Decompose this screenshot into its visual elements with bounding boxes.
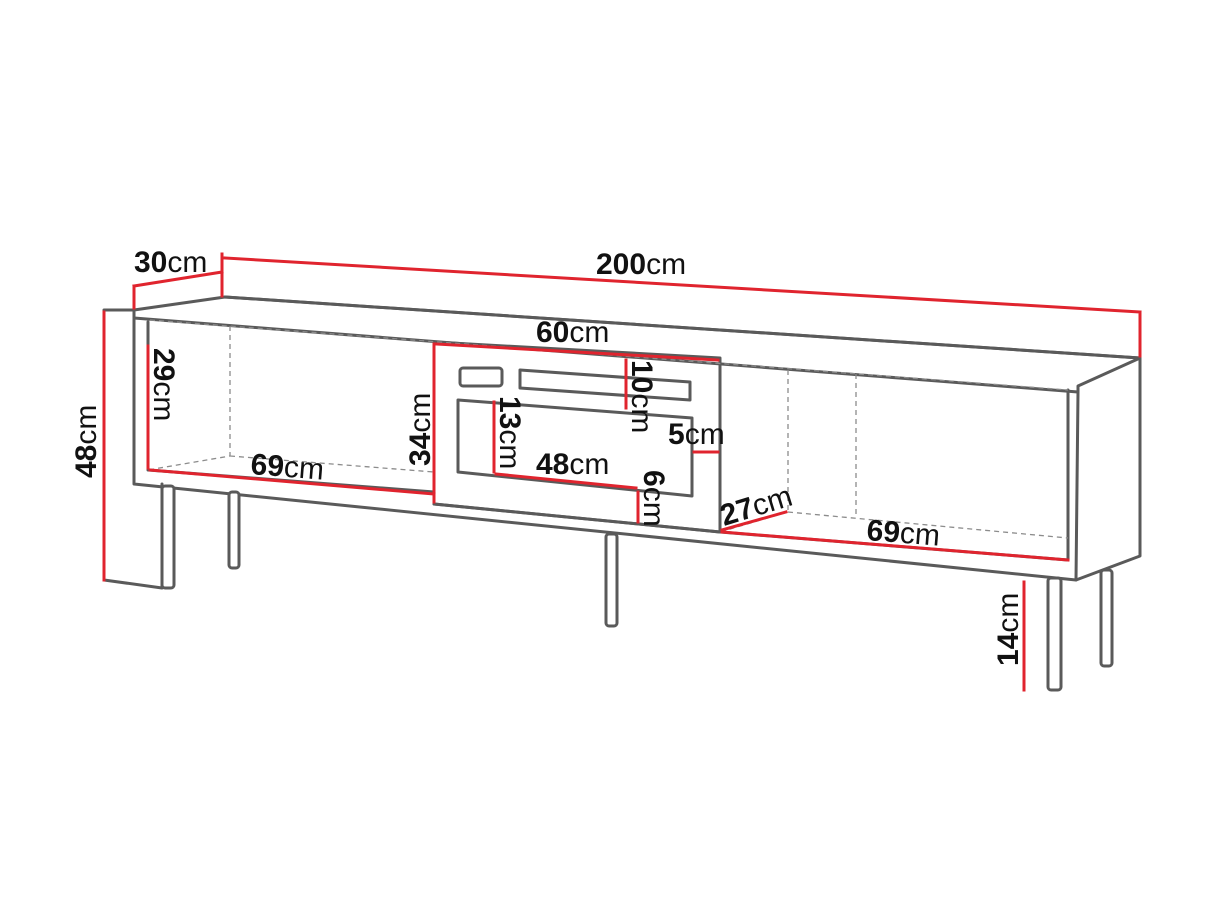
label-side-gap: 5cm [668,418,725,451]
leg-front-right [1046,576,1063,692]
label-left-shelf-width: 69cm [249,448,325,487]
leg-back-right [1099,568,1114,668]
dim-center-width-line [434,342,720,362]
cabinet-front-frame [132,316,1080,582]
dim-depth-line [132,252,224,310]
label-drawer-opening-width: 48cm [536,448,609,481]
left-hidden-edges [147,326,435,473]
label-left-shelf-height: 29cm [147,348,180,421]
label-center-width: 60cm [536,316,609,349]
cabinet-legs [160,484,1114,692]
cabinet-right-side [1074,356,1142,582]
label-flap-height: 10cm [625,360,658,433]
label-right-shelf-width: 69cm [865,514,941,553]
dim-drawer-opening-width-line [494,472,638,490]
dim-left-shelf-width-line [148,468,436,496]
vent-left [458,366,504,388]
label-height: 48cm [70,405,103,478]
label-width: 200cm [596,248,686,281]
drawer-opening [456,398,694,498]
label-leg-height: 14cm [992,593,1025,666]
label-depth: 30cm [134,246,207,279]
dimension-labels: 30cm 200cm 48cm 29cm 69cm 34cm 60cm 10cm… [70,246,1025,666]
label-center-height: 34cm [404,393,437,466]
leg-back-left [227,490,241,570]
vent-right [518,368,692,402]
dimension-lines [102,252,1142,692]
leg-front-left [160,484,176,590]
label-bottom-gap: 6cm [637,470,670,527]
cabinet-top-back-edge [223,295,1142,360]
label-drawer-opening-height: 13cm [493,396,526,469]
label-right-shelf-depth: 27cm [716,480,796,533]
dim-right-shelf-depth-line [720,510,788,532]
cabinet-outline [102,295,1142,590]
dim-right-shelf-width-line [720,530,1070,562]
center-module-bottom [432,502,722,534]
leg-center [604,532,619,628]
dim-width-line [223,256,1142,358]
